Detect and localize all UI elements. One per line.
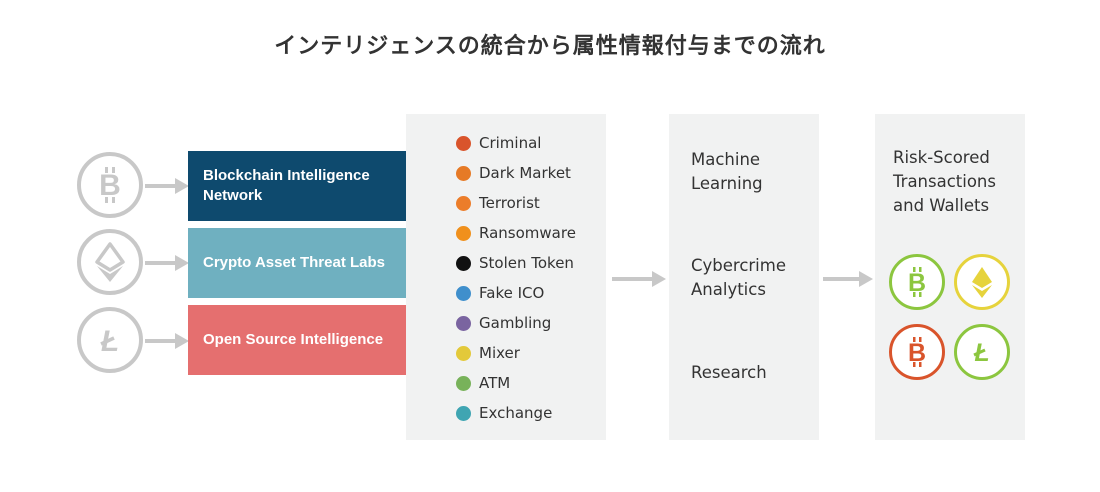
category-item: Fake ICO: [456, 278, 576, 308]
ethereum-icon: [95, 242, 125, 282]
category-label: Dark Market: [479, 164, 571, 182]
result-litecoin-coin-green: L: [954, 324, 1010, 380]
category-dot: [456, 345, 471, 361]
category-item: Mixer: [456, 338, 576, 368]
svg-text:B: B: [908, 269, 926, 297]
category-item: Ransomware: [456, 218, 576, 248]
category-label: Criminal: [479, 134, 542, 152]
result-bitcoin-coin-red: B: [889, 324, 945, 380]
source-label: Crypto Asset Threat Labs: [203, 254, 385, 271]
input-bitcoin-coin: B: [77, 152, 143, 218]
category-dot: [456, 375, 471, 391]
category-dot: [456, 315, 471, 331]
litecoin-icon: L: [973, 339, 990, 367]
ethereum-icon: [972, 267, 992, 298]
category-dot: [456, 165, 471, 181]
input-litecoin-coin: L: [77, 307, 143, 373]
category-label: Exchange: [479, 404, 553, 422]
svg-text:B: B: [99, 169, 121, 202]
category-label: Ransomware: [479, 224, 576, 242]
category-dot: [456, 135, 471, 151]
category-item: Stolen Token: [456, 248, 576, 278]
arrow-icon: [145, 333, 189, 349]
source-crypto-asset-threat-labs: Crypto Asset Threat Labs: [188, 228, 444, 298]
category-label: Fake ICO: [479, 284, 545, 302]
litecoin-icon: L: [100, 325, 119, 358]
category-dot: [456, 195, 471, 211]
category-item: Criminal: [456, 128, 576, 158]
category-label: ATM: [479, 374, 511, 392]
arrow-icon: [145, 255, 189, 271]
method-cybercrime-analytics: Cybercrime Analytics: [691, 256, 786, 299]
arrow-icon: [612, 271, 666, 287]
bitcoin-icon: B: [908, 267, 926, 297]
category-label: Mixer: [479, 344, 520, 362]
source-blockchain-intelligence-network: Blockchain Intelligence Network: [188, 151, 444, 221]
input-ethereum-coin: [77, 229, 143, 295]
arrow-icon: [823, 271, 873, 287]
arrow-icon: [145, 178, 189, 194]
method-research: Research: [691, 363, 767, 382]
category-dot: [456, 285, 471, 301]
category-item: Gambling: [456, 308, 576, 338]
category-item: Dark Market: [456, 158, 576, 188]
category-item: ATM: [456, 368, 576, 398]
source-label: Blockchain Intelligence Network: [203, 167, 370, 204]
result-title: Risk-Scored Transactions and Wallets: [893, 148, 996, 215]
bitcoin-icon: B: [99, 167, 121, 203]
result-bitcoin-coin-green: B: [889, 254, 945, 310]
category-dot: [456, 255, 471, 271]
category-dot: [456, 225, 471, 241]
category-dot: [456, 405, 471, 421]
category-list: Criminal Dark Market Terrorist Ransomwar…: [456, 128, 576, 428]
diagram-title: インテリジェンスの統合から属性情報付与までの流れ: [274, 34, 826, 59]
method-machine-learning: Machine Learning: [691, 150, 763, 193]
svg-text:B: B: [908, 339, 926, 367]
bitcoin-icon: B: [908, 337, 926, 367]
category-item: Exchange: [456, 398, 576, 428]
category-label: Stolen Token: [479, 254, 574, 272]
methods-panel: [669, 114, 819, 440]
categories-panel: [406, 114, 606, 440]
source-label: Open Source Intelligence: [203, 331, 384, 348]
category-item: Terrorist: [456, 188, 576, 218]
result-ethereum-coin-yellow: [954, 254, 1010, 310]
category-label: Terrorist: [479, 194, 540, 212]
source-open-source-intelligence: Open Source Intelligence: [188, 305, 444, 375]
category-label: Gambling: [479, 314, 552, 332]
